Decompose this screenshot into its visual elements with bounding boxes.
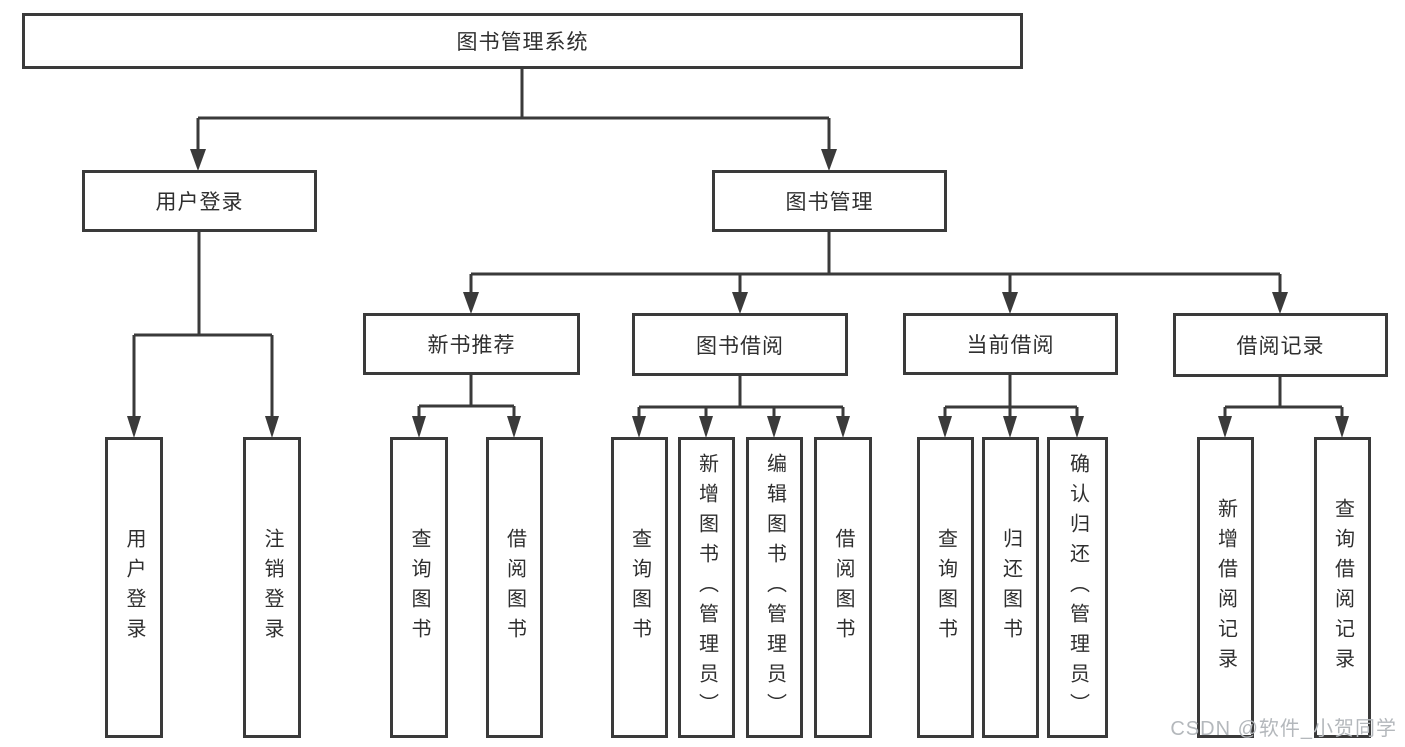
node-label: 查询借阅记录 <box>1331 497 1354 678</box>
node-label: 查询图书 <box>628 527 651 648</box>
node-label: 借阅记录 <box>1236 335 1325 358</box>
node-user-login-leaf: 用户登录 <box>105 437 163 738</box>
node-logout: 注销登录 <box>243 437 301 738</box>
node-label: 用户登录 <box>155 191 244 214</box>
node-label: 查询图书 <box>934 527 957 648</box>
node-library-system: 图书管理系统 <box>22 13 1023 69</box>
csdn-watermark: CSDN @软件_小贺同学 <box>1170 718 1397 740</box>
node-label: 确认归还（管理员） <box>1066 452 1089 723</box>
node-label: 借阅图书 <box>503 527 526 648</box>
node-label: 当前借阅 <box>966 334 1055 357</box>
node-user-login-module: 用户登录 <box>82 170 317 232</box>
node-label: 图书借阅 <box>696 334 784 358</box>
node-query-books-3: 查询图书 <box>917 437 974 738</box>
node-label: 编辑图书（管理员） <box>763 452 786 723</box>
node-borrow-books-2: 借阅图书 <box>814 437 872 738</box>
node-borrowing-records: 借阅记录 <box>1173 313 1388 377</box>
node-label: 借阅图书 <box>832 527 854 648</box>
node-label: 新增借阅记录 <box>1214 497 1237 678</box>
node-query-books-2: 查询图书 <box>611 437 668 738</box>
node-new-book-recommend: 新书推荐 <box>363 313 580 375</box>
node-label: 归还图书 <box>999 527 1022 648</box>
node-add-borrow-record: 新增借阅记录 <box>1197 437 1254 738</box>
node-confirm-return-admin: 确认归还（管理员） <box>1047 437 1108 738</box>
node-label: 图书管理 <box>785 191 874 214</box>
node-label: 图书管理系统 <box>456 31 589 54</box>
node-current-borrowing: 当前借阅 <box>903 313 1118 375</box>
node-query-borrow-record: 查询借阅记录 <box>1314 437 1371 738</box>
node-book-borrowing: 图书借阅 <box>632 313 848 376</box>
node-borrow-books-1: 借阅图书 <box>486 437 543 738</box>
node-label: 查询图书 <box>408 527 430 648</box>
node-label: 用户登录 <box>123 527 145 648</box>
node-label: 注销登录 <box>261 527 283 648</box>
node-label: 新书推荐 <box>427 334 516 357</box>
node-query-books-1: 查询图书 <box>390 437 448 738</box>
node-return-books: 归还图书 <box>982 437 1039 738</box>
node-label: 新增图书（管理员） <box>695 452 718 723</box>
node-add-books-admin: 新增图书（管理员） <box>678 437 735 738</box>
node-book-management: 图书管理 <box>712 170 947 232</box>
node-edit-books-admin: 编辑图书（管理员） <box>746 437 803 738</box>
